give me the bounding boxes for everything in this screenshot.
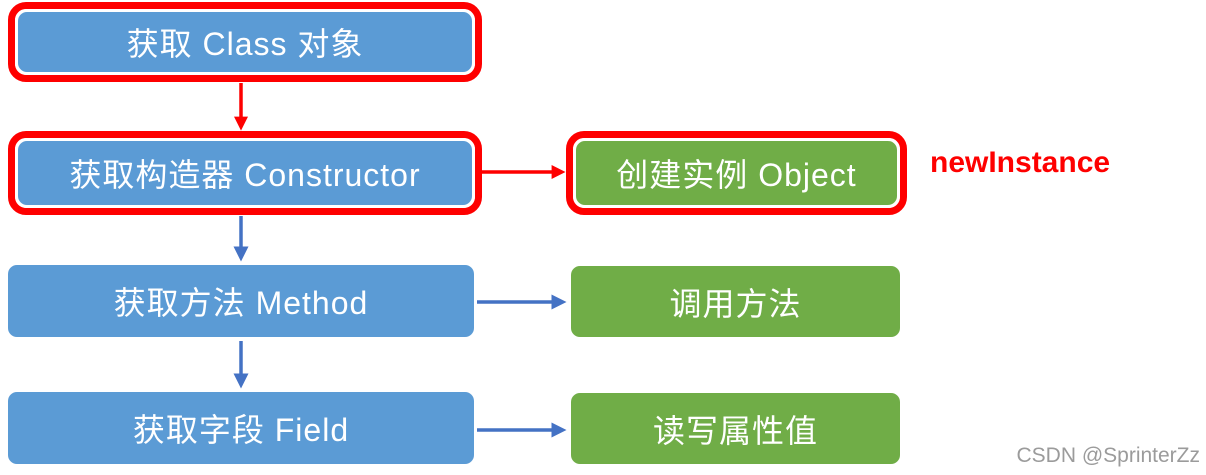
node-create-instance: 创建实例 Object [566,131,907,215]
node-invoke-method: 调用方法 [568,263,903,340]
node-create-instance-label: 创建实例 Object [616,157,857,193]
node-invoke-method-label: 调用方法 [669,285,802,322]
node-rw-value-label: 读写属性值 [652,412,818,449]
node-get-field: 获取字段 Field [5,389,477,467]
node-get-field-label: 获取字段 Field [132,412,350,448]
csdn-watermark: CSDN @SprinterZz [1016,444,1200,467]
node-get-method: 获取方法 Method [5,262,477,340]
new-instance-annotation: newInstance [930,146,1111,179]
node-get-class: 获取 Class 对象 [8,2,482,82]
node-get-constructor: 获取构造器 Constructor [8,131,482,215]
node-get-class-label: 获取 Class 对象 [126,26,364,62]
node-get-method-label: 获取方法 Method [113,285,369,321]
node-get-constructor-label: 获取构造器 Constructor [69,157,421,193]
node-rw-value: 读写属性值 [568,390,903,467]
